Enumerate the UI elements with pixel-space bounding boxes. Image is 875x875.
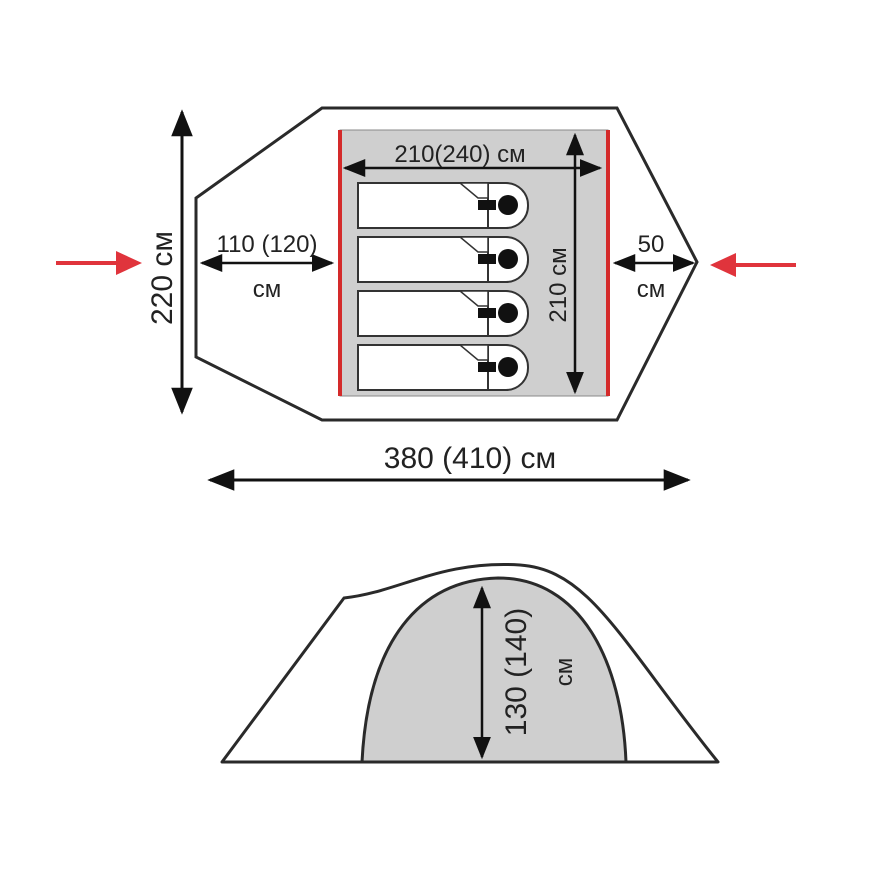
entry-arrow-right-icon <box>710 253 796 277</box>
sleeping-bag-icon <box>357 344 529 391</box>
vestibule-left-value: 110 (120) <box>217 231 318 258</box>
total-length-label: 380 (410) см <box>384 442 556 475</box>
sleeping-bags <box>357 182 529 391</box>
sleeping-bag-icon <box>357 182 529 229</box>
inner-length-label: 210(240) см <box>394 141 525 168</box>
sleeping-bag-icon <box>357 236 529 283</box>
vestibule-right-value: 50 <box>638 231 665 258</box>
entry-arrow-left-icon <box>56 251 142 275</box>
height-unit: см <box>551 658 578 687</box>
side-view: 130 (140) см <box>220 562 720 764</box>
inner-width-label: 210 см <box>545 247 572 322</box>
inner-tent-side <box>360 576 628 764</box>
vestibule-left-unit: см <box>253 276 282 303</box>
plan-view: 210(240) см 210 см 110 (120) см 50 см 22… <box>56 106 796 491</box>
sleeping-bag-icon <box>357 290 529 337</box>
total-width-label: 220 см <box>146 231 179 325</box>
height-value: 130 (140) <box>500 608 533 736</box>
vestibule-right-unit: см <box>637 276 666 303</box>
